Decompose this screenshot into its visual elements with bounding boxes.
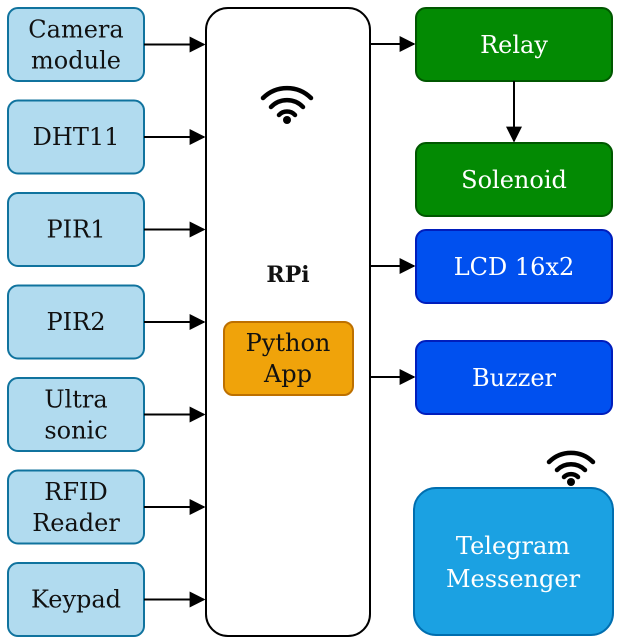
pir2-label-line1: PIR2 [47, 308, 106, 336]
buzzer-label: Buzzer [472, 364, 557, 392]
buzzer-box [415, 340, 613, 415]
input-arrows [144, 36, 206, 608]
wifi-icon [546, 450, 596, 486]
python-app-label-line1: Python [246, 329, 331, 357]
keypad-label-line1: Keypad [31, 586, 121, 614]
python-app-box [223, 321, 354, 396]
input-ultrasonic: Ultra sonic [7, 377, 145, 452]
dht11-label-line1: DHT11 [33, 123, 120, 151]
solenoid-box [415, 142, 613, 217]
python-app-label-line2: App [263, 360, 312, 388]
rpi-label: RPi [266, 262, 309, 288]
telegram-label-line1: Telegram [456, 532, 570, 560]
relay-label: Relay [480, 31, 548, 59]
rfid-label-line2: Reader [32, 509, 120, 537]
input-dht11: DHT11 [7, 99, 145, 175]
solenoid-label: Solenoid [461, 166, 567, 194]
lcd-box [415, 229, 613, 304]
input-pir2: PIR2 [7, 284, 145, 360]
input-camera: Camera module [7, 7, 145, 82]
pir1-label-line1: PIR1 [47, 216, 106, 244]
camera-label-line1: Camera [28, 16, 123, 44]
input-devices: CameramoduleDHT11PIR1PIR2UltrasonicRFIDR… [7, 7, 145, 637]
telegram-box [413, 487, 614, 636]
input-pir1: PIR1 [7, 192, 145, 267]
output-arrows [370, 36, 522, 385]
rpi-block: RPi Python App [205, 7, 371, 637]
input-keypad: Keypad [7, 562, 145, 637]
ultrasonic-label-line1: Ultra [44, 386, 107, 414]
camera-label-line2: module [31, 47, 121, 75]
rfid-label-line1: RFID [44, 478, 107, 506]
wifi-icon [260, 85, 314, 124]
telegram-block: Telegram Messenger [413, 450, 614, 636]
lcd-label: LCD 16x2 [454, 253, 575, 281]
telegram-label-line2: Messenger [446, 565, 581, 593]
input-rfid: RFID Reader [7, 469, 145, 545]
output-devices: Relay Solenoid LCD 16x2 Buzzer [415, 7, 613, 415]
ultrasonic-label-line2: sonic [44, 417, 107, 445]
